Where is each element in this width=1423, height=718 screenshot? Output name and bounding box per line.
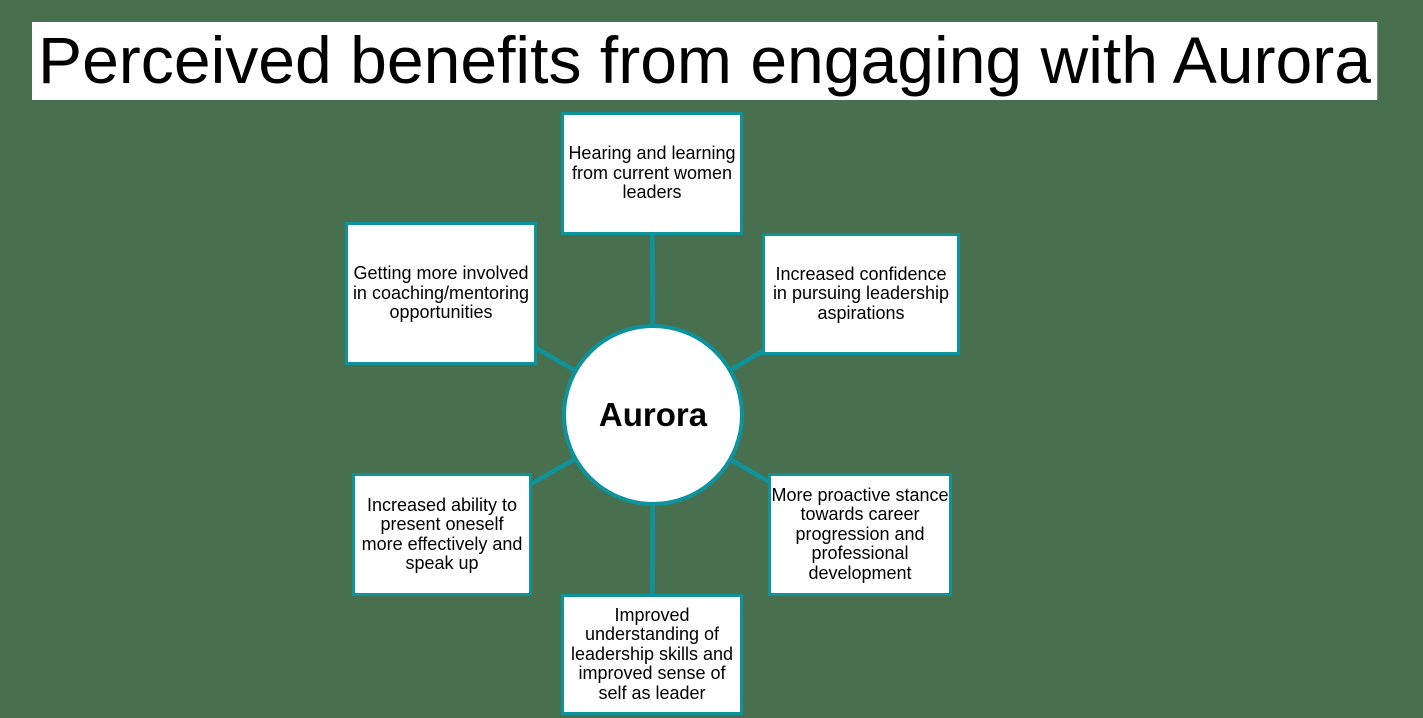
benefit-box-top: Hearing and learning from current women … bbox=[561, 112, 743, 235]
benefit-box-lower-right-label: More proactive stance towards career pro… bbox=[771, 484, 949, 583]
benefit-box-bottom-label: Improved understanding of leadership ski… bbox=[570, 604, 734, 703]
center-circle-label: Aurora bbox=[598, 396, 708, 433]
benefit-box-upper-left: Getting more involved in coaching/mentor… bbox=[345, 222, 537, 365]
center-circle: Aurora bbox=[562, 324, 744, 506]
page-title: Perceived benefits from engaging with Au… bbox=[32, 22, 1377, 100]
benefit-box-lower-left-label: Increased ability to present oneself mor… bbox=[361, 494, 523, 573]
benefit-box-upper-right: Increased confidence in pursuing leaders… bbox=[762, 233, 960, 355]
benefit-box-lower-left: Increased ability to present oneself mor… bbox=[352, 473, 532, 596]
benefit-box-lower-right: More proactive stance towards career pro… bbox=[768, 473, 952, 596]
benefit-box-upper-right-label: Increased confidence in pursuing leaders… bbox=[772, 263, 950, 323]
benefit-box-top-label: Hearing and learning from current women … bbox=[568, 143, 736, 203]
benefit-box-bottom: Improved understanding of leadership ski… bbox=[561, 594, 743, 715]
benefit-box-upper-left-label: Getting more involved in coaching/mentor… bbox=[352, 263, 530, 323]
